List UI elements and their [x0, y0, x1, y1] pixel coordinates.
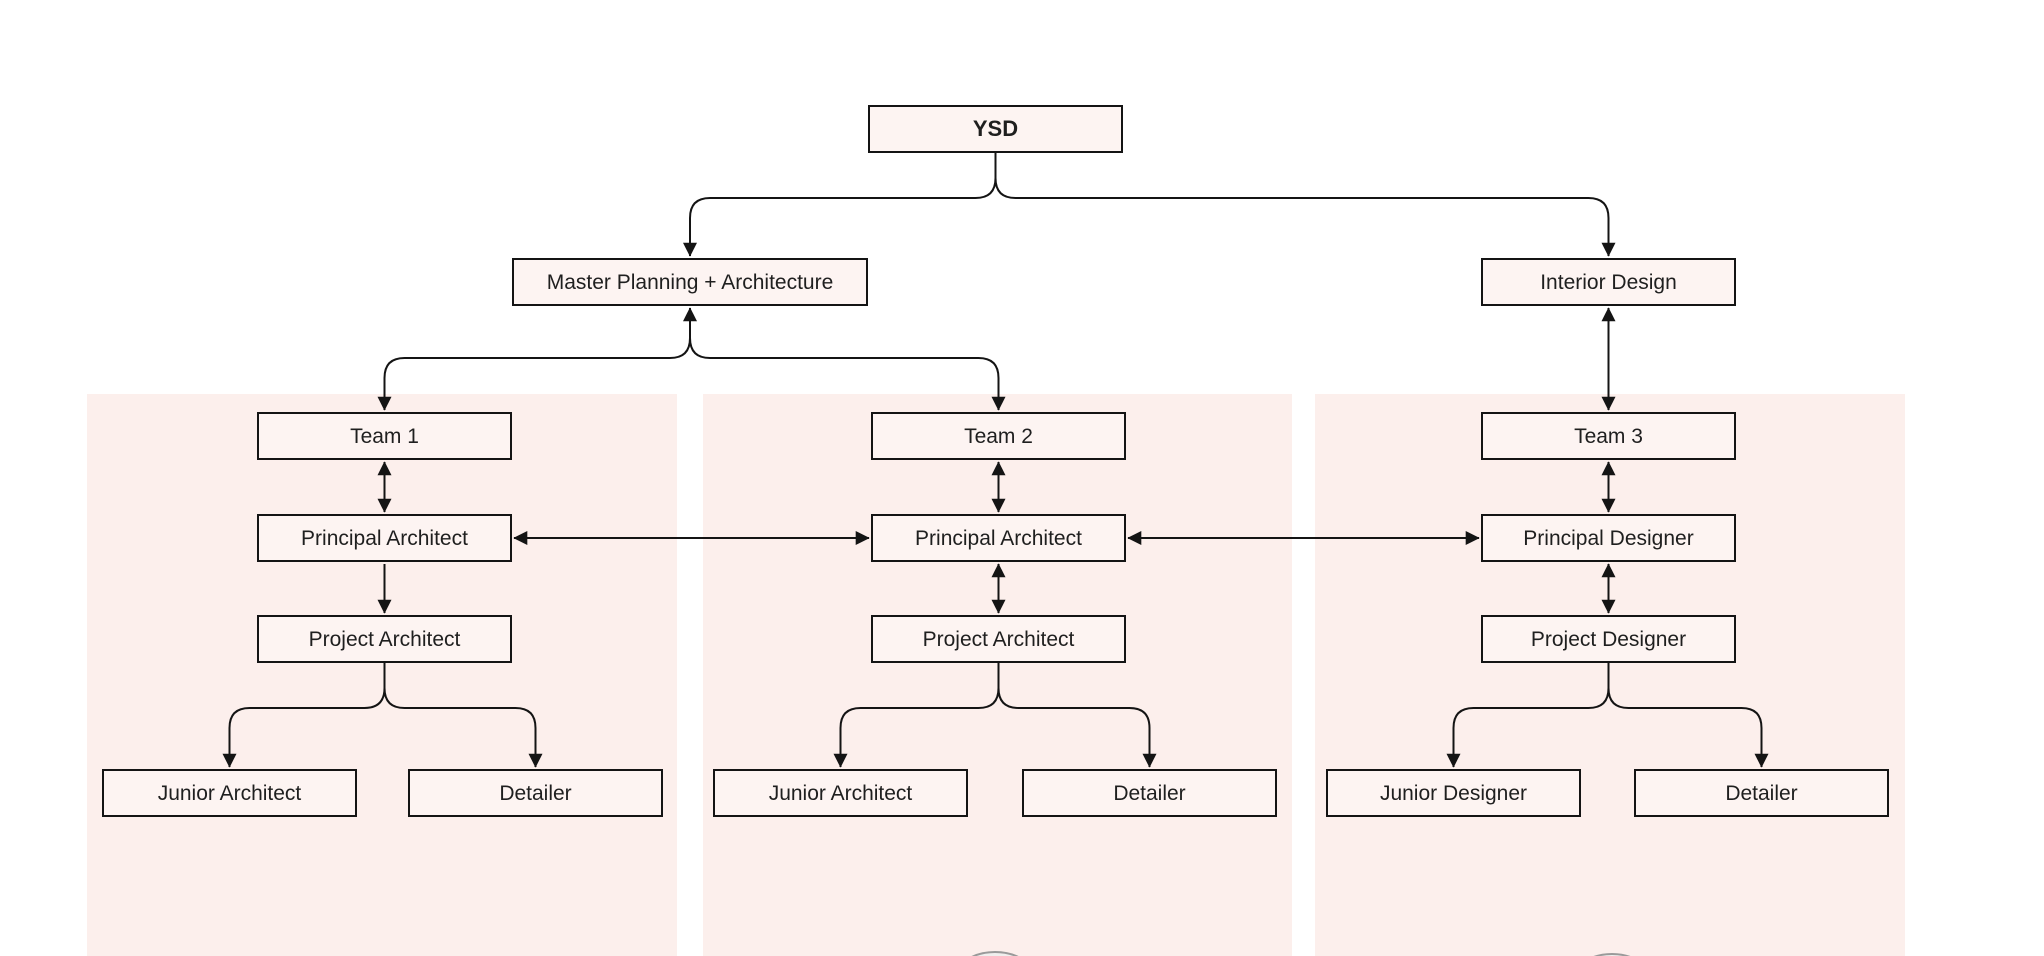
edge-project1-detailer1 — [383, 663, 543, 768]
node-detailer-3: Detailer — [1634, 769, 1889, 817]
node-master-planning-architecture: Master Planning + Architecture — [512, 258, 868, 306]
clipped-shape-bottom-center — [971, 951, 1019, 956]
edge-project2-junior2 — [833, 663, 1000, 768]
edge-project1-junior1 — [222, 663, 386, 768]
node-detailer-2: Detailer — [1022, 769, 1277, 817]
node-project-architect-2: Project Architect — [871, 615, 1126, 663]
node-team-2: Team 2 — [871, 412, 1126, 460]
edge-project2-detailer2 — [997, 663, 1157, 768]
node-principal-designer-3: Principal Designer — [1481, 514, 1736, 562]
node-junior-architect-2: Junior Architect — [713, 769, 968, 817]
node-ysd: YSD — [868, 105, 1123, 153]
edge-ysd-to-master-planning — [683, 153, 997, 257]
node-interior-design: Interior Design — [1481, 258, 1736, 306]
edge-project3-detailer3 — [1607, 663, 1769, 768]
node-project-architect-1: Project Architect — [257, 615, 512, 663]
node-junior-architect-1: Junior Architect — [102, 769, 357, 817]
edge-master-planning-team-2 — [689, 308, 1006, 411]
edge-project3-junior3 — [1446, 663, 1610, 768]
node-team-1: Team 1 — [257, 412, 512, 460]
node-principal-architect-2: Principal Architect — [871, 514, 1126, 562]
edge-ysd-to-interior-design — [994, 153, 1616, 257]
node-team-3: Team 3 — [1481, 412, 1736, 460]
node-project-designer-3: Project Designer — [1481, 615, 1736, 663]
node-principal-architect-1: Principal Architect — [257, 514, 512, 562]
node-junior-designer-3: Junior Designer — [1326, 769, 1581, 817]
node-detailer-1: Detailer — [408, 769, 663, 817]
edge-master-planning-team-1 — [377, 307, 697, 411]
